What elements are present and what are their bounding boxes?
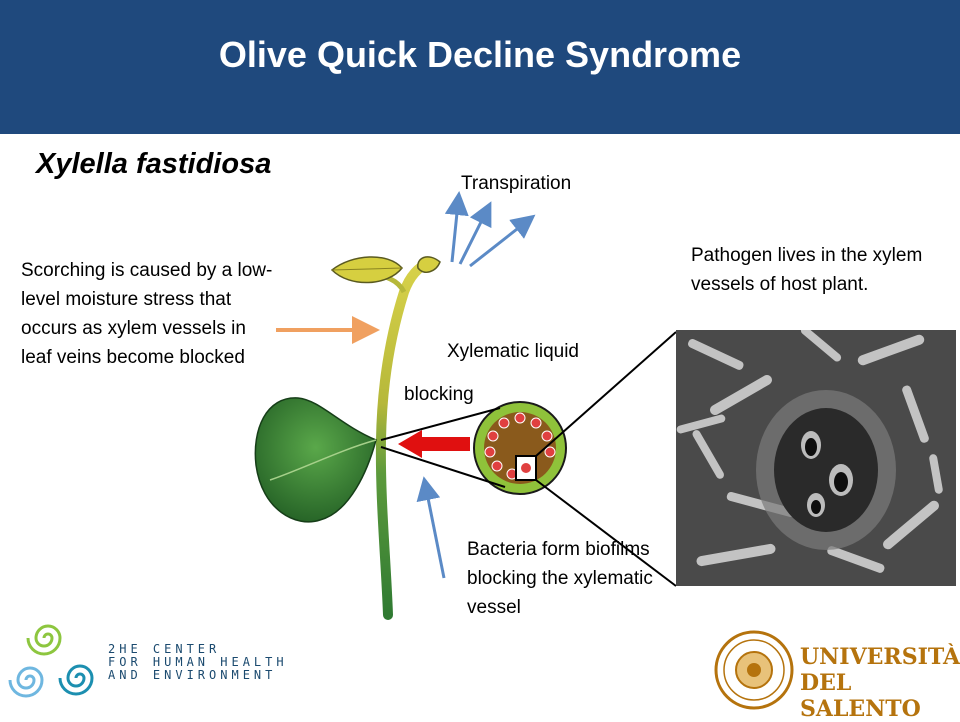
he-line2: FOR HUMAN HEALTH xyxy=(108,655,288,669)
transpiration-arrow xyxy=(469,214,536,268)
university-logo: UNIVERSITÀ DEL SALENTO xyxy=(712,628,960,722)
micrograph-image xyxy=(676,330,956,586)
label-pathogen: Pathogen lives in the xylem vessels of h… xyxy=(691,245,923,295)
subtitle: Xylella fastidiosa xyxy=(36,148,272,180)
uni-line1: UNIVERSITÀ xyxy=(800,644,960,670)
spiral-logo-icon xyxy=(8,624,94,698)
blue-arrow xyxy=(416,476,446,579)
label-transpiration: Transpiration xyxy=(461,173,572,194)
he-line1: 2HE CENTER xyxy=(108,642,221,656)
seal-icon xyxy=(714,630,794,710)
university-name: UNIVERSITÀ DEL SALENTO xyxy=(800,644,960,722)
page-title: Olive Quick Decline Syndrome xyxy=(218,34,742,75)
transpiration-arrow xyxy=(444,191,469,263)
plant-stem xyxy=(375,257,435,620)
uni-line2: DEL SALENTO xyxy=(800,670,921,722)
label-blocking: blocking xyxy=(404,384,474,405)
label-scorching: Scorching is caused by a low-level moist… xyxy=(21,260,273,368)
yellow-bud xyxy=(417,256,441,273)
header-bar: Olive Quick Decline Syndrome xyxy=(0,0,960,134)
label-bacteria: Bacteria form biofilms blocking the xyle… xyxy=(467,539,653,618)
he-line3: AND ENVIRONMENT xyxy=(108,668,277,682)
green-leaf xyxy=(254,397,377,523)
he-logo-text: 2HE CENTER FOR HUMAN HEALTH AND ENVIRONM… xyxy=(108,643,288,682)
transpiration-arrow xyxy=(458,201,492,265)
xylem-vessels xyxy=(484,412,556,480)
label-xylematic-liquid: Xylematic liquid xyxy=(447,341,579,362)
red-arrow xyxy=(398,430,470,458)
